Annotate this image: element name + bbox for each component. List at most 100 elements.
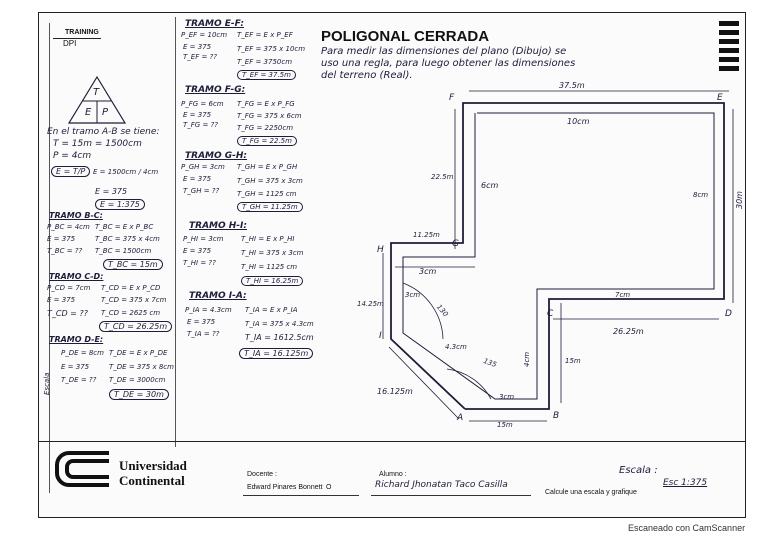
gh-e: E = 375 xyxy=(183,175,212,183)
tramo-ab-intro: En el tramo A-B se tiene: xyxy=(47,127,160,137)
corner-stripes xyxy=(719,21,739,75)
ef-cm: T_EF = 3750cm xyxy=(237,58,293,66)
left-margin-line xyxy=(49,23,50,493)
bc-cm: T_BC = 1500cm xyxy=(95,247,152,255)
vertex-c: C xyxy=(547,309,554,319)
de-t-unknown: T_DE = ?? xyxy=(61,376,97,384)
de-formula: T_DE = E x P_DE xyxy=(109,349,168,357)
footer-divider xyxy=(39,441,745,442)
de-result: T_DE = 30m xyxy=(109,389,169,400)
university-name-line-2: Continental xyxy=(119,473,185,488)
ef-result: T_EF = 37.5m xyxy=(237,70,296,80)
column-divider xyxy=(175,17,176,447)
docente-mark: O xyxy=(326,484,332,491)
t-value: T = 15m = 1500cm xyxy=(53,139,142,149)
gh-t-unknown: T_GH = ?? xyxy=(183,187,220,195)
dim-bc-real: 15m xyxy=(565,357,581,365)
ia-result: T_IA = 16.125m xyxy=(239,348,314,359)
ia-formula: T_IA = E x P_IA xyxy=(245,306,298,314)
training-rule xyxy=(53,38,101,39)
task-label: Calcule una escala y grafique xyxy=(545,489,637,496)
fg-t-unknown: T_FG = ?? xyxy=(183,121,218,129)
hi-calc: T_HI = 375 x 3cm xyxy=(241,249,304,257)
alumno-label: Alumno : xyxy=(379,471,407,478)
de-p: P_DE = 8cm xyxy=(61,349,104,357)
de-calc: T_DE = 375 x 8cm xyxy=(109,363,174,371)
dim-gh-plan: 3cm xyxy=(419,267,437,276)
gh-result: T_GH = 11.25m xyxy=(237,202,303,212)
polygon-drawing xyxy=(382,90,734,422)
description-line-3: del terreno (Real). xyxy=(321,70,413,81)
vertex-a: A xyxy=(457,413,464,423)
fg-calc: T_FG = 375 x 6cm xyxy=(237,112,302,120)
vertex-i: I xyxy=(379,331,382,341)
tramo-cd-title: TRAMO C-D: xyxy=(49,272,104,281)
formula-box: E = T/P xyxy=(51,166,91,177)
tramo-gh-title: TRAMO G-H: xyxy=(185,151,248,161)
cd-cm: T_CD = 2625 cm xyxy=(101,309,161,317)
tramo-ia-title: TRAMO I-A: xyxy=(189,291,247,301)
dim-fg-plan: 6cm xyxy=(481,181,499,190)
escala-triangle xyxy=(67,75,127,124)
ia-t-unknown: T_IA = ?? xyxy=(187,330,220,338)
dim-ia-plan: 4.3cm xyxy=(445,343,467,351)
hi-e: E = 375 xyxy=(183,247,212,255)
dimension-lines xyxy=(382,90,734,422)
triangle-t: T xyxy=(93,87,100,98)
polygon-inner-outline xyxy=(402,112,715,400)
dim-cd-real: 26.25m xyxy=(613,327,644,336)
triangle-p: P xyxy=(102,107,109,118)
description-line-2: uso una regla, para luego obtener las di… xyxy=(321,58,576,69)
docente-rule xyxy=(243,495,359,496)
escala-label: Escala : xyxy=(619,465,658,476)
dim-ab-real: 15m xyxy=(497,421,513,429)
cd-p: P_CD = 7cm xyxy=(47,284,91,292)
dim-fg-real: 22.5m xyxy=(431,173,454,181)
fg-result: T_FG = 22.5m xyxy=(237,136,297,146)
fg-formula: T_FG = E x P_FG xyxy=(237,100,295,108)
tramo-bc-title: TRAMO B-C: xyxy=(49,211,103,220)
tramo-hi-title: TRAMO H-I: xyxy=(189,221,247,231)
vertex-b: B xyxy=(553,411,560,421)
training-label: TRAINING xyxy=(65,29,99,36)
alumno-rule xyxy=(371,495,531,496)
triangle-e: E xyxy=(85,107,92,118)
dim-bc-plan: 4cm xyxy=(523,351,531,367)
bc-p: P_BC = 4cm xyxy=(47,223,90,231)
gh-cm: T_GH = 1125 cm xyxy=(237,190,297,198)
dim-ef-real: 37.5m xyxy=(559,81,585,90)
ef-t-unknown: T_EF = ?? xyxy=(183,53,217,61)
drawing-sheet: TRAINING DPI POLIGONAL CERRADA Para medi… xyxy=(38,12,746,518)
polygon-outline xyxy=(390,102,725,410)
hi-t-unknown: T_HI = ?? xyxy=(183,259,216,267)
gh-p: P_GH = 3cm xyxy=(181,163,225,171)
cd-calc: T_CD = 375 x 7cm xyxy=(101,296,167,304)
e-calc: E = 1500cm / 4cm xyxy=(93,168,159,176)
e-scale-box: E = 1:375 xyxy=(95,199,145,210)
university-logo xyxy=(55,451,109,487)
dim-ef-plan: 10cm xyxy=(567,117,590,126)
dim-hi-plan: 3cm xyxy=(405,291,421,299)
dim-hi-real: 14.25m xyxy=(357,300,384,308)
tramo-de-title: TRAMO D-E: xyxy=(49,335,104,344)
cd-result: T_CD = 26.25m xyxy=(99,321,173,332)
dim-de-real: 30m xyxy=(735,191,744,209)
ef-calc: T_EF = 375 x 10cm xyxy=(237,45,306,53)
fg-cm: T_FG = 2250cm xyxy=(237,124,294,132)
ef-p: P_EF = 10cm xyxy=(181,31,228,39)
fg-e: E = 375 xyxy=(183,111,212,119)
ia-e: E = 375 xyxy=(187,318,216,326)
gh-formula: T_GH = E x P_GH xyxy=(237,163,298,171)
hi-result: T_HI = 16.25m xyxy=(241,276,304,286)
ia-cm: T_IA = 1612.5cm xyxy=(245,333,314,342)
bc-calc: T_BC = 375 x 4cm xyxy=(95,235,160,243)
dim-cd-plan: 7cm xyxy=(615,291,631,299)
gh-calc: T_GH = 375 x 3cm xyxy=(237,177,303,185)
ia-calc: T_IA = 375 x 4.3cm xyxy=(245,320,314,328)
vertex-f: F xyxy=(449,93,455,103)
docente-name: Edward Pinares Bonnett xyxy=(247,484,323,491)
docente-label: Docente : xyxy=(247,471,277,478)
e-value: E = 375 xyxy=(95,187,128,196)
p-value: P = 4cm xyxy=(53,151,92,161)
de-cm: T_DE = 3000cm xyxy=(109,376,166,384)
